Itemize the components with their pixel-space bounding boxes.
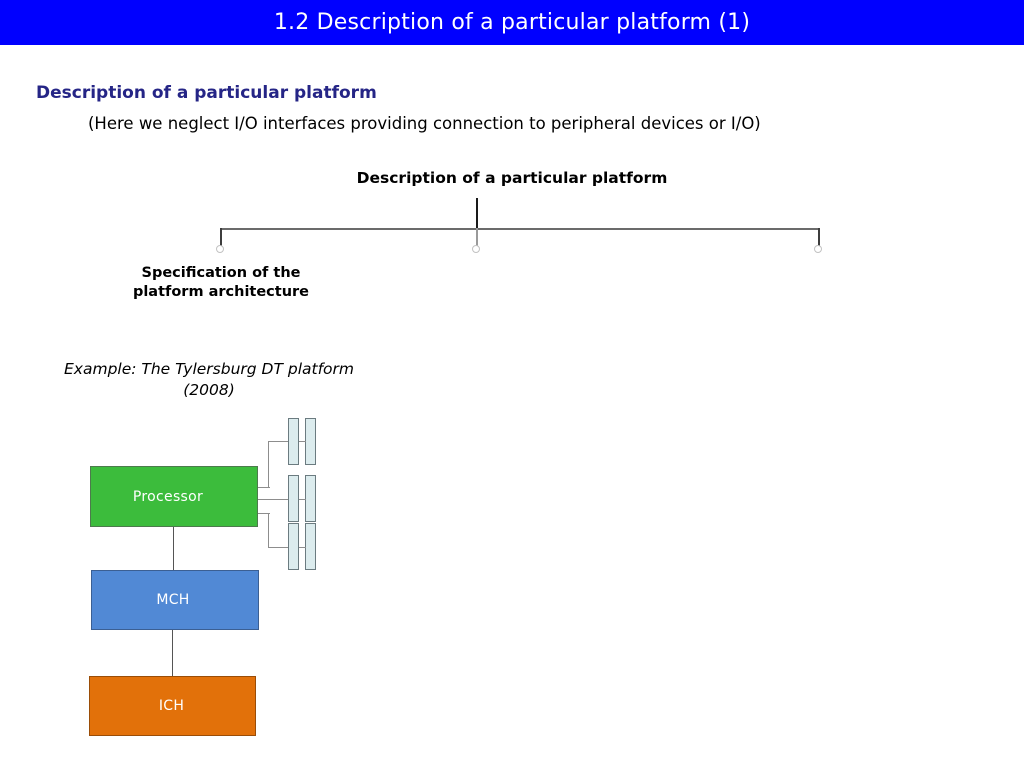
connector-processor-memory-3-segment-h1 bbox=[258, 513, 270, 515]
block-processor: Processor bbox=[90, 466, 258, 527]
memory-module-bar bbox=[288, 523, 299, 570]
slide-title-bar: 1.2 Description of a particular platform… bbox=[0, 0, 1024, 45]
connector-processor-memory-2 bbox=[258, 499, 290, 501]
example-caption: Example: The Tylersburg DT platform (200… bbox=[64, 360, 354, 399]
memory-pair-tie bbox=[299, 547, 306, 549]
memory-module-bar bbox=[305, 418, 316, 465]
section-note: (Here we neglect I/O interfaces providin… bbox=[88, 114, 761, 133]
section-heading: Description of a particular platform bbox=[36, 83, 377, 103]
connector-processor-memory-1-segment-h1 bbox=[258, 487, 270, 489]
memory-pair-tie bbox=[299, 499, 306, 501]
block-ich-label: ICH bbox=[158, 698, 185, 714]
block-mch-label: MCH bbox=[156, 592, 190, 608]
block-ich: ICH bbox=[89, 676, 256, 736]
memory-pair-tie bbox=[299, 441, 306, 443]
memory-module-bar bbox=[288, 475, 299, 522]
memory-module-bar bbox=[288, 418, 299, 465]
connector-processor-mch bbox=[173, 527, 175, 571]
connector-processor-memory-3-segment-h2 bbox=[268, 547, 290, 549]
block-processor-label: Processor bbox=[132, 488, 204, 505]
memory-module-bar bbox=[305, 523, 316, 570]
connector-processor-memory-1-segment-h2 bbox=[268, 441, 290, 443]
memory-module-bar bbox=[305, 475, 316, 522]
connector-processor-memory-3-segment-v bbox=[268, 513, 270, 548]
connector-mch-ich bbox=[172, 630, 174, 677]
slide-title: 1.2 Description of a particular platform… bbox=[273, 9, 751, 35]
connector-processor-memory-1-segment-v bbox=[268, 441, 270, 488]
block-mch: MCH bbox=[91, 570, 259, 630]
